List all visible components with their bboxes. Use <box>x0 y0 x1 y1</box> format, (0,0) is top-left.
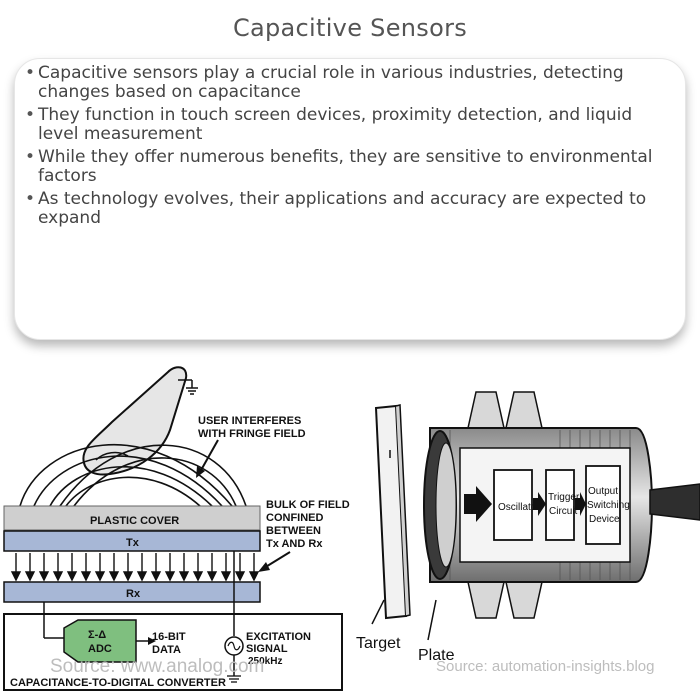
ground-icon <box>227 675 241 683</box>
data-label: DATA <box>152 644 181 656</box>
source-credit-right: Source: automation-insights.blog <box>436 658 655 675</box>
source-credit-left: Source: www.analog.com <box>50 656 265 677</box>
user-label: WITH FRINGE FIELD <box>198 428 306 440</box>
rx-electrode <box>3 581 261 603</box>
adc-label: Σ-Δ <box>88 629 106 641</box>
bulk-label: BULK OF FIELD <box>266 499 350 511</box>
excitation-label: 250kHz <box>248 656 282 667</box>
fringe-field-lines <box>19 443 247 507</box>
output-block <box>585 465 621 545</box>
adc-block <box>63 619 137 663</box>
finger-icon <box>82 366 188 476</box>
oscillator-block <box>493 469 533 541</box>
rx-label: Rx <box>126 588 141 600</box>
sensor-cable <box>649 483 700 521</box>
trigger-label: Trigger <box>548 492 580 503</box>
output-label: Device <box>589 514 620 525</box>
bullet-list: Capacitive sensors play a crucial role i… <box>24 64 674 232</box>
bulk-label: Tx AND Rx <box>266 538 323 550</box>
plastic-cover-label: PLASTIC COVER <box>90 515 179 527</box>
output-label: Output <box>588 486 618 497</box>
excitation-label: EXCITATION <box>246 631 311 643</box>
bulk-label: CONFINED <box>266 512 324 524</box>
output-label: Switching <box>587 500 630 511</box>
page-title: Capacitive Sensors <box>232 14 468 42</box>
tx-electrode <box>3 530 261 552</box>
trigger-label: Circuit <box>549 506 578 517</box>
bulk-label: BETWEEN <box>266 525 321 537</box>
trigger-block <box>545 469 575 541</box>
adc-label: ADC <box>88 643 112 655</box>
data-label: 16-BIT <box>152 631 186 643</box>
bullet-item: While they offer numerous benefits, they… <box>24 148 674 186</box>
bullet-item: Capacitive sensors play a crucial role i… <box>24 64 674 102</box>
bullet-item: They function in touch screen devices, p… <box>24 106 674 144</box>
user-label: USER INTERFERES <box>198 415 301 427</box>
touch-sensor-diagram: USER INTERFERES WITH FRINGE FIELD PLASTI… <box>3 366 350 691</box>
excitation-label: SIGNAL <box>246 643 288 655</box>
converter-label: CAPACITANCE-TO-DIGITAL CONVERTER <box>10 677 226 689</box>
ground-icon <box>178 379 198 395</box>
plate-label: Plate <box>418 647 455 664</box>
proximity-sensor-diagram: Oscillator Trigger Circuit Output Switch… <box>356 391 700 664</box>
tx-label: Tx <box>126 537 140 549</box>
oscillator-label: Oscillator <box>498 502 540 513</box>
diagram-area: USER INTERFERES WITH FRINGE FIELD PLASTI… <box>3 366 700 691</box>
bullet-item: As technology evolves, their application… <box>24 190 674 228</box>
plastic-cover <box>3 505 261 531</box>
converter-box <box>3 613 343 691</box>
target-label: Target <box>356 635 401 652</box>
field-arrows <box>10 553 260 582</box>
